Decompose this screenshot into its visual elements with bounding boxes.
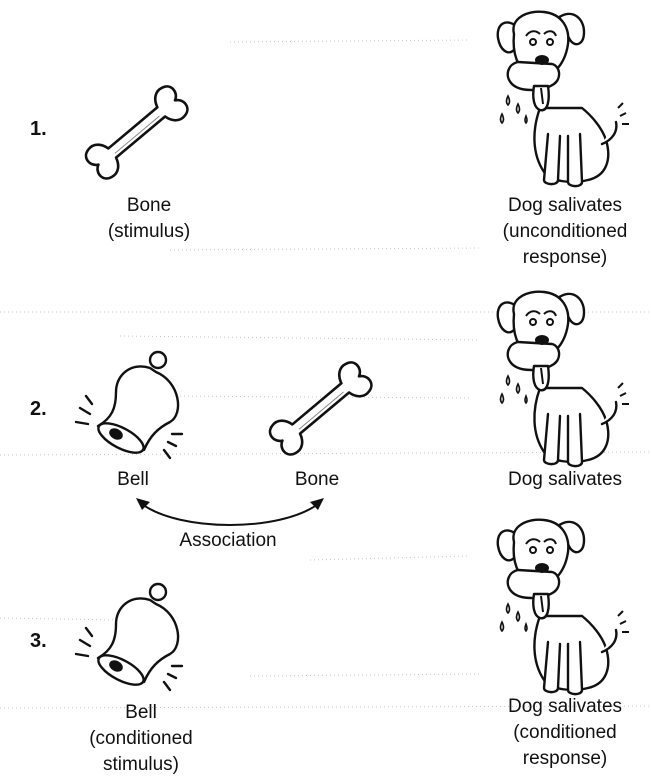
stimulus-role-line1: (conditioned [89,726,193,752]
bone-icon [262,356,382,464]
salivating-dog-icon [488,4,648,190]
bell-icon [72,346,192,466]
response-label-line1: Dog salivates [508,467,622,493]
response-label-line3: response) [523,746,608,772]
association-arrow [130,492,330,532]
bone-icon [78,80,198,188]
step-number-2: 2. [30,398,47,421]
stimulus-role-label: (stimulus) [108,219,190,245]
bell-label: Bell [117,467,149,493]
response-label-line3: response) [523,245,608,271]
bone-label: Bone [295,467,339,493]
salivating-dog-icon [488,512,648,698]
bell-label: Bell [125,700,157,726]
bell-icon [72,578,192,698]
stimulus-role-line2: stimulus) [103,752,179,778]
association-label: Association [179,528,276,554]
step-number-1: 1. [30,118,47,141]
bone-label: Bone [127,193,171,219]
response-label-line1: Dog salivates [508,193,622,219]
step-number-3: 3. [30,630,47,653]
salivating-dog-icon [488,284,648,470]
response-label-line2: (unconditioned [503,219,628,245]
response-label-line1: Dog salivates [508,694,622,720]
response-label-line2: (conditioned [513,720,617,746]
